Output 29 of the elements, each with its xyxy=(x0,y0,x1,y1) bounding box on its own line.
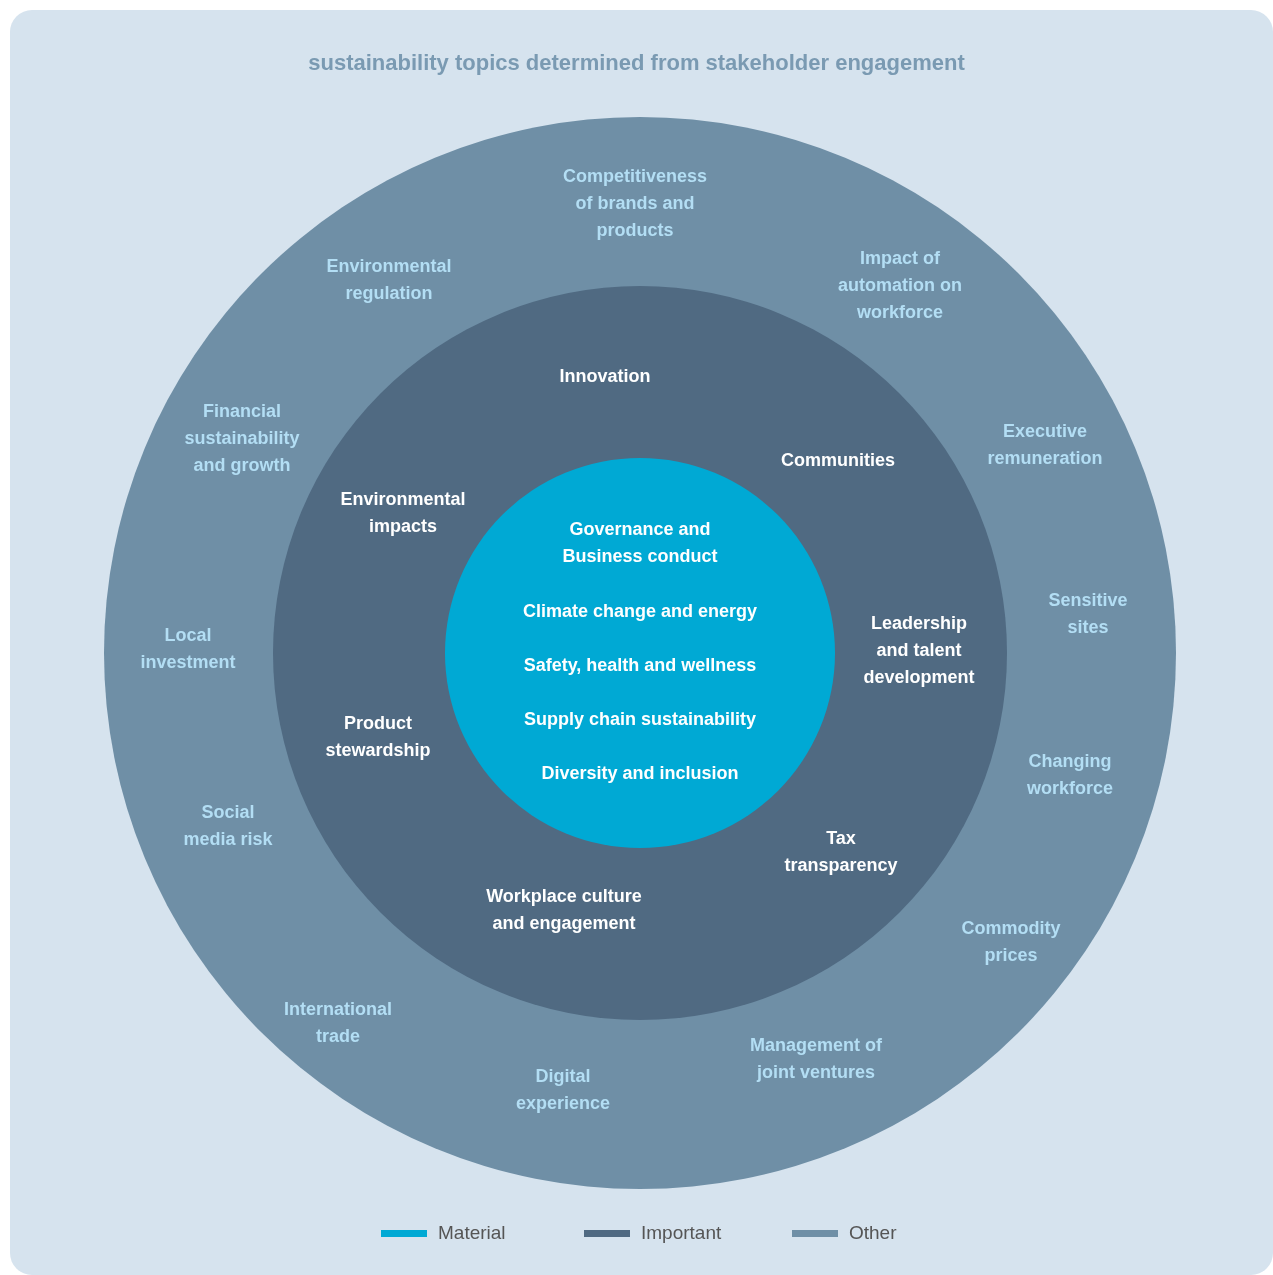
topic-label: Tax transparency xyxy=(783,827,899,877)
topic-label: Safety, health and wellness xyxy=(522,653,758,677)
topic-label: Sensitive sites xyxy=(1047,589,1129,639)
topic-label: Communities xyxy=(780,448,896,472)
topic-label: Environmental regulation xyxy=(325,255,453,305)
topic-label: Governance and Business conduct xyxy=(561,518,719,568)
legend-label: Other xyxy=(849,1222,897,1244)
topic-label: Diversity and inclusion xyxy=(540,761,740,785)
legend-label: Important xyxy=(641,1222,722,1244)
topic-label: Local investment xyxy=(139,624,237,674)
topic-label: Leadership and talent development xyxy=(862,611,976,689)
legend-label: Material xyxy=(438,1222,506,1244)
topic-label: Competitiveness of brands and products xyxy=(561,164,708,242)
topic-label: Environmental impacts xyxy=(339,488,467,538)
topic-label: Management of joint ventures xyxy=(749,1034,883,1084)
topic-label: Executive remuneration xyxy=(986,420,1104,470)
topic-label: Changing workforce xyxy=(1026,750,1114,800)
topic-label: Digital experience xyxy=(514,1065,612,1115)
topic-label: Financial sustainability and growth xyxy=(183,399,301,477)
topic-label: Commodity prices xyxy=(960,917,1062,967)
topic-label: Impact of automation on workforce xyxy=(837,246,963,324)
topic-label: Innovation xyxy=(558,364,652,388)
topic-label: International trade xyxy=(283,998,393,1048)
title: sustainability topics determined from stakeholder engagement xyxy=(307,50,966,76)
topic-label: Supply chain sustainability xyxy=(522,707,758,731)
topic-label: Workplace culture and engagement xyxy=(485,885,643,935)
topic-label: Product stewardship xyxy=(324,712,432,762)
topic-label: Climate change and energy xyxy=(521,599,759,623)
topic-label: Social media risk xyxy=(182,801,274,851)
